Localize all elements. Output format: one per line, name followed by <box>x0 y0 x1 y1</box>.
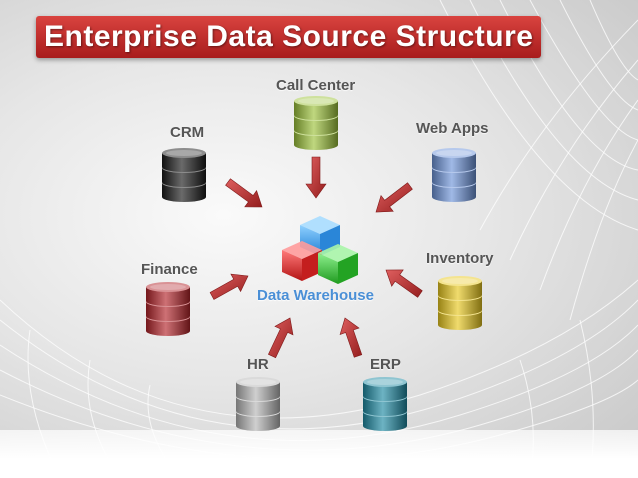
web-apps-database-icon <box>432 148 476 202</box>
arrow-web-apps <box>375 182 413 213</box>
label-call-center: Call Center <box>276 77 356 94</box>
label-inventory: Inventory <box>426 250 494 267</box>
inventory-database-icon <box>438 276 482 330</box>
database-disk-1 <box>162 148 206 172</box>
arrow-crm <box>225 178 263 208</box>
erp-database-icon <box>363 377 407 431</box>
label-data-warehouse: Data Warehouse <box>257 287 374 304</box>
crm-database-icon <box>162 148 206 202</box>
hr-database-icon <box>236 377 280 431</box>
database-disk-1 <box>236 377 280 401</box>
arrow-call-center <box>305 156 327 199</box>
label-web-apps: Web Apps <box>416 120 489 137</box>
database-disk-1 <box>432 148 476 172</box>
label-hr: HR <box>247 356 269 373</box>
slide-title: Enterprise Data Source Structure <box>36 16 542 58</box>
label-finance: Finance <box>141 261 198 278</box>
arrow-inventory <box>385 269 423 298</box>
label-crm: CRM <box>170 124 205 141</box>
finance-database-icon <box>146 282 190 336</box>
cube-left <box>282 241 322 281</box>
database-disk-1 <box>363 377 407 401</box>
call-center-database-icon <box>294 96 338 150</box>
bottom-band <box>0 430 638 478</box>
arrow-hr <box>268 317 294 359</box>
arrow-finance <box>209 273 249 300</box>
arrow-erp <box>339 317 363 358</box>
cube-right <box>318 244 358 284</box>
database-disk-1 <box>438 276 482 300</box>
label-erp: ERP <box>370 356 401 373</box>
database-disk-1 <box>146 282 190 306</box>
database-disk-1 <box>294 96 338 120</box>
